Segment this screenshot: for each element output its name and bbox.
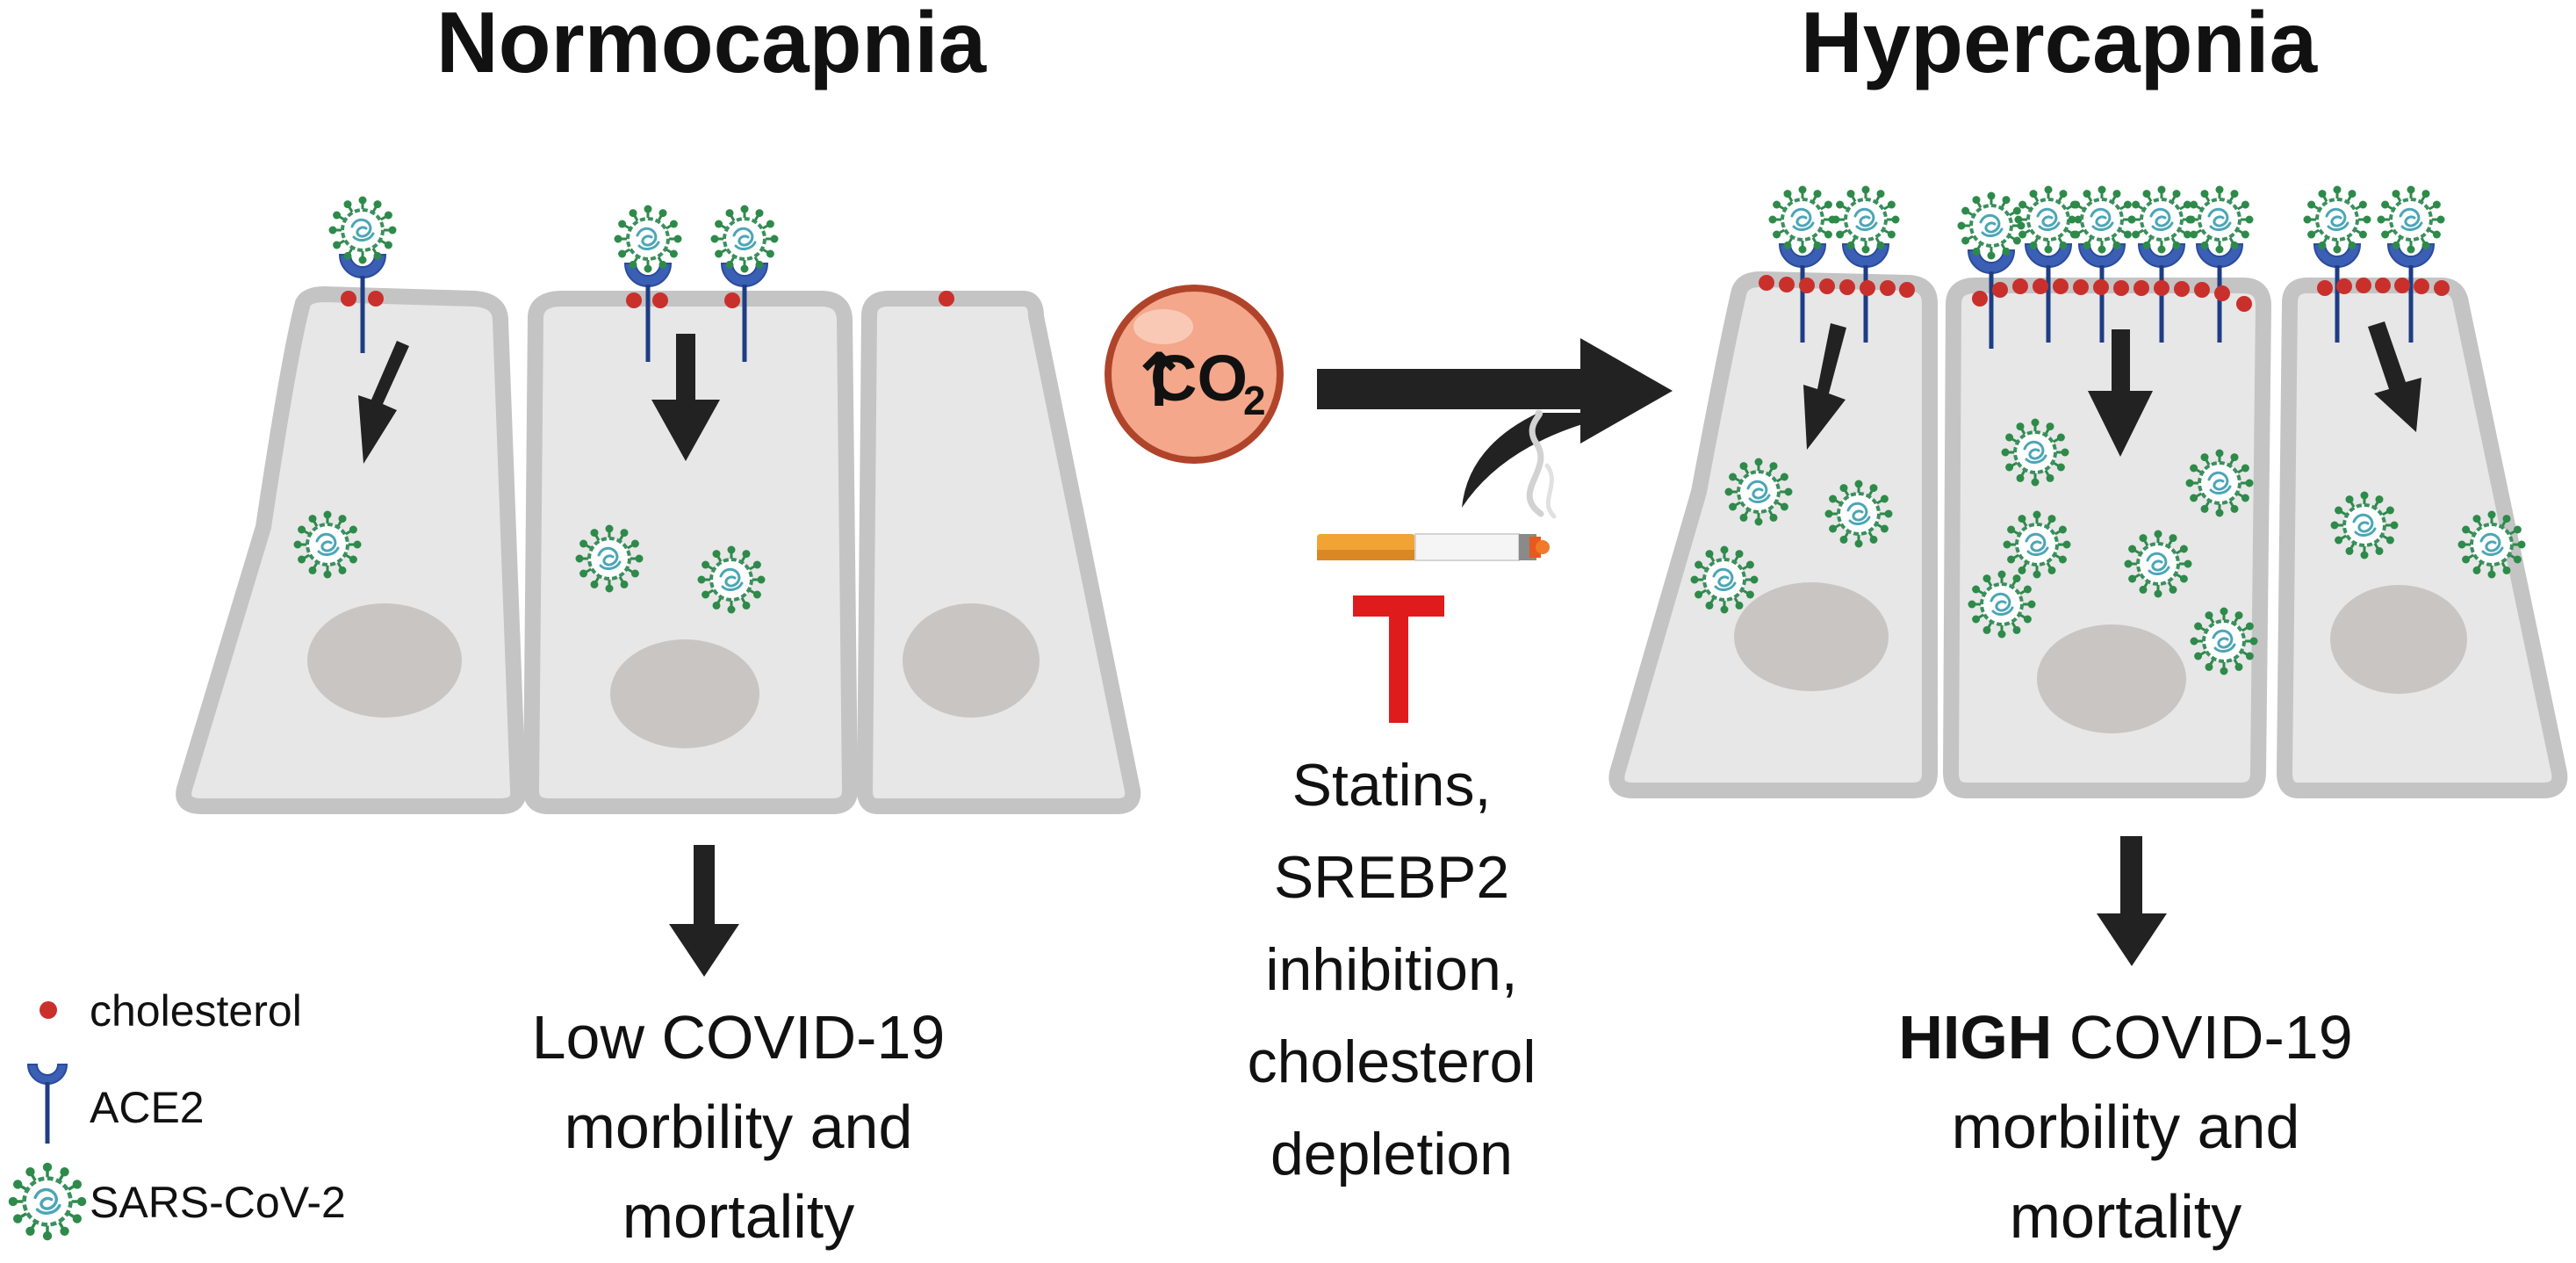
legend: cholesterol ACE2 SARS-CoV-2: [9, 986, 346, 1240]
outcome-line: mortality: [2010, 1182, 2241, 1251]
outcome-arrow-left: [669, 845, 739, 977]
hypercapnia-epithelium: [1608, 184, 2568, 798]
virus-particle: [612, 203, 684, 275]
outcome-line: mortality: [622, 1182, 854, 1251]
nucleus: [307, 603, 462, 718]
outcome-line-rest: COVID-19: [2052, 1003, 2352, 1072]
co2-label: CO: [1150, 342, 1248, 415]
cell-body: [1608, 271, 1938, 798]
outcome-line: morbility and: [1952, 1093, 2300, 1161]
entry-arrow: [358, 341, 409, 464]
cholesterol-dot: [652, 292, 668, 308]
outcome-left: Low COVID-19 morbility and mortality: [532, 1003, 946, 1251]
legend-label-ace2: ACE2: [90, 1083, 205, 1132]
cell-body: [856, 291, 1141, 814]
cell-body: [522, 291, 859, 814]
cholesterol-dot: [368, 291, 384, 307]
entry-arrow: [651, 334, 720, 461]
ace2-receptor-icon: [26, 1064, 68, 1144]
title-normocapnia: Normocapnia: [436, 0, 988, 90]
entry-arrow: [2368, 321, 2421, 432]
entry-arrow: [1803, 323, 1846, 450]
virus-particle: [2301, 184, 2373, 256]
cholesterol-dot: [341, 291, 356, 307]
co2-subscript: 2: [1243, 378, 1266, 423]
nucleus: [2037, 624, 2186, 733]
inhibitor-line: SREBP2: [1274, 844, 1509, 911]
title-hypercapnia: Hypercapnia: [1801, 0, 2319, 90]
outcome-right: HIGH COVID-19 morbility and mortality: [1898, 1003, 2352, 1251]
virus-particle: [2126, 184, 2198, 256]
cholesterol-cluster: [1759, 275, 2450, 312]
inhibition-t-icon: [1353, 595, 1444, 723]
virus-particle: [2184, 184, 2256, 256]
nucleus: [2330, 585, 2467, 694]
cigarette-icon: [1317, 409, 1557, 561]
outcome-line: Low COVID-19: [532, 1003, 946, 1072]
virus-particle: [327, 194, 399, 266]
nucleus: [1734, 582, 1889, 691]
outcome-arrow-right: [2097, 836, 2167, 966]
co2-up-arrow: ↑: [1128, 337, 1190, 423]
virus-particle: [1955, 190, 2027, 262]
inhibitor-line: inhibition,: [1265, 936, 1517, 1003]
cholesterol-dot: [724, 292, 740, 308]
cholesterol-dot-icon: [40, 1001, 57, 1019]
cholesterol-dot: [626, 292, 642, 308]
virus-particle: [2375, 184, 2447, 256]
virus-particle: [1830, 184, 1902, 256]
co2-badge: ↑ CO 2: [1105, 285, 1284, 464]
normocapnia-epithelium: [176, 194, 1141, 814]
entry-arrow: [2088, 329, 2153, 457]
cell-body: [176, 285, 527, 814]
outcome-line: morbility and: [565, 1093, 913, 1161]
nucleus: [903, 603, 1040, 718]
inhibitor-text: Statins, SREBP2 inhibition, cholesterol …: [1248, 752, 1536, 1187]
legend-label-cholesterol: cholesterol: [90, 986, 302, 1036]
inhibitor-line: cholesterol: [1248, 1028, 1536, 1095]
cell-body: [1942, 278, 2272, 798]
sars-cov-2-virus-icon: [9, 1163, 87, 1241]
hypercapnia-transition-arrow: [1317, 338, 1673, 444]
outcome-emphasis: HIGH: [1898, 1003, 2052, 1072]
inhibitor-line: Statins,: [1292, 752, 1492, 819]
inhibitor-line: depletion: [1270, 1121, 1513, 1187]
cholesterol-dot: [939, 291, 954, 307]
cell-body: [2276, 278, 2568, 798]
legend-label-sars-cov-2: SARS-CoV-2: [90, 1178, 346, 1227]
outcome-line-first: HIGH COVID-19: [1898, 1003, 2352, 1072]
virus-particle: [2066, 184, 2138, 256]
virus-particle: [709, 203, 781, 275]
nucleus: [610, 639, 759, 748]
smoking-curved-arrow: [1436, 413, 1598, 508]
virus-particle: [1767, 184, 1838, 256]
